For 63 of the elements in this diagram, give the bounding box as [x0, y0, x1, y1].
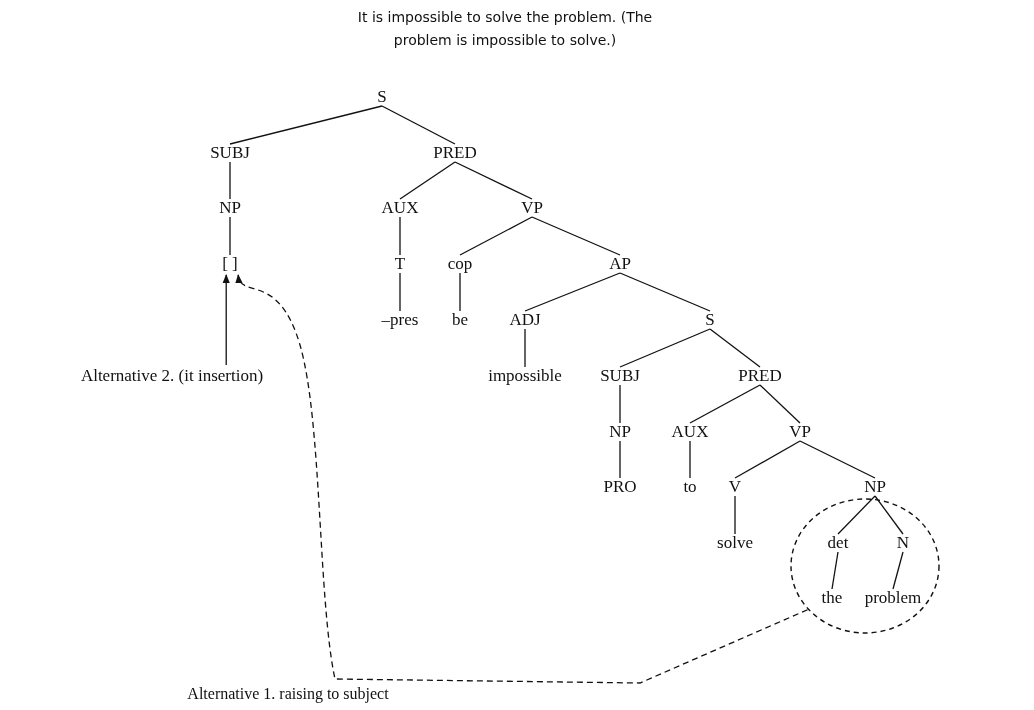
branch-line — [399, 272, 401, 312]
tree-label: V — [728, 477, 742, 497]
branch-line — [759, 384, 801, 424]
edge-label: Alternative 1. raising to subject — [185, 685, 391, 703]
tree-label: be — [452, 310, 468, 330]
branch-line — [734, 440, 801, 479]
branch-line — [381, 105, 456, 145]
branch-line — [892, 551, 904, 590]
branch-line — [524, 272, 621, 312]
tree-label: ADJ — [509, 310, 541, 330]
dashed-ellipse — [790, 498, 940, 634]
tree-label: to — [683, 477, 697, 497]
tree-label: solve — [717, 533, 753, 553]
branch-line — [459, 216, 533, 256]
tree-label: AUX — [671, 422, 709, 442]
tree-label: T — [394, 254, 406, 274]
branch-line — [709, 328, 761, 368]
tree-label: [ ] — [222, 254, 238, 274]
branch-line — [734, 495, 736, 535]
branch-line — [454, 161, 533, 200]
branch-line — [229, 105, 383, 145]
tree-label: PRED — [738, 366, 782, 386]
diagram-title: It is impossible to solve the problem. (The problem is impossible to solve.) — [356, 8, 654, 50]
tree-label: det — [827, 533, 849, 553]
tree-label: –pres — [381, 310, 419, 330]
tree-label: PRED — [433, 143, 477, 163]
tree-label: SUBJ — [600, 366, 640, 386]
tree-label: PRO — [603, 477, 637, 497]
branch-line — [524, 328, 526, 368]
branch-line — [799, 440, 876, 479]
arrow — [222, 274, 230, 366]
branch-line — [399, 216, 401, 256]
branch-line — [399, 161, 456, 200]
branch-line — [229, 216, 231, 256]
tree-label: SUBJ — [210, 143, 250, 163]
tree-label: AUX — [381, 198, 419, 218]
branch-line — [689, 440, 691, 479]
tree-label: NP — [219, 198, 241, 218]
branch-line — [459, 272, 461, 312]
branch-line — [689, 384, 761, 424]
branch-line — [619, 328, 711, 368]
tree-label: NP — [609, 422, 631, 442]
branch-line — [619, 384, 621, 424]
tree-label: cop — [447, 254, 473, 274]
tree-label: N — [896, 533, 910, 553]
tree-label: AP — [609, 254, 631, 274]
annotation-text: Alternative 2. (it insertion) — [80, 366, 264, 386]
branch-line — [229, 161, 231, 200]
tree-label: VP — [521, 198, 543, 218]
branch-line — [531, 216, 621, 256]
branch-line — [619, 272, 711, 312]
branch-line — [837, 495, 876, 535]
tree-label: impossible — [488, 366, 562, 386]
tree-label: NP — [864, 477, 886, 497]
tree-label: S — [377, 87, 387, 107]
branch-line — [831, 551, 839, 590]
tree-label: problem — [864, 588, 922, 608]
branch-line — [874, 495, 904, 535]
branch-line — [619, 440, 621, 479]
tree-label: S — [705, 310, 715, 330]
tree-label: VP — [789, 422, 811, 442]
dashed-arrow — [236, 274, 809, 684]
tree-label: the — [821, 588, 843, 608]
